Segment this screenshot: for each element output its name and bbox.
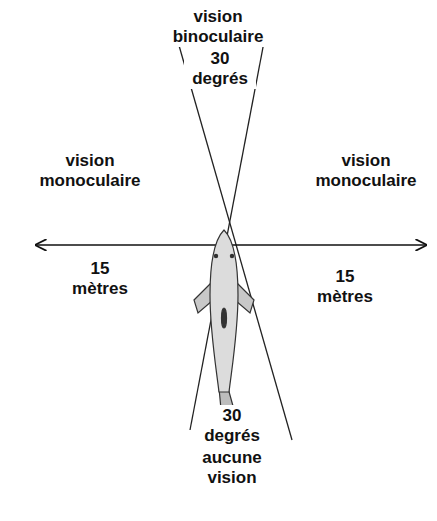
region-label: vision monoculaire: [306, 150, 426, 191]
distance-label: 15 mètres: [59, 258, 141, 299]
shark-figure: [194, 230, 254, 424]
sight-line: [190, 42, 264, 430]
angle-label: 30 degrés: [184, 48, 256, 89]
region-label: vision monoculaire: [30, 150, 150, 191]
angle-label: 30 degrés: [196, 405, 268, 446]
region-label: vision binoculaire: [163, 6, 273, 47]
sight-line: [178, 42, 292, 440]
region-label: aucune vision: [191, 447, 273, 488]
distance-label: 15 mètres: [304, 266, 386, 307]
